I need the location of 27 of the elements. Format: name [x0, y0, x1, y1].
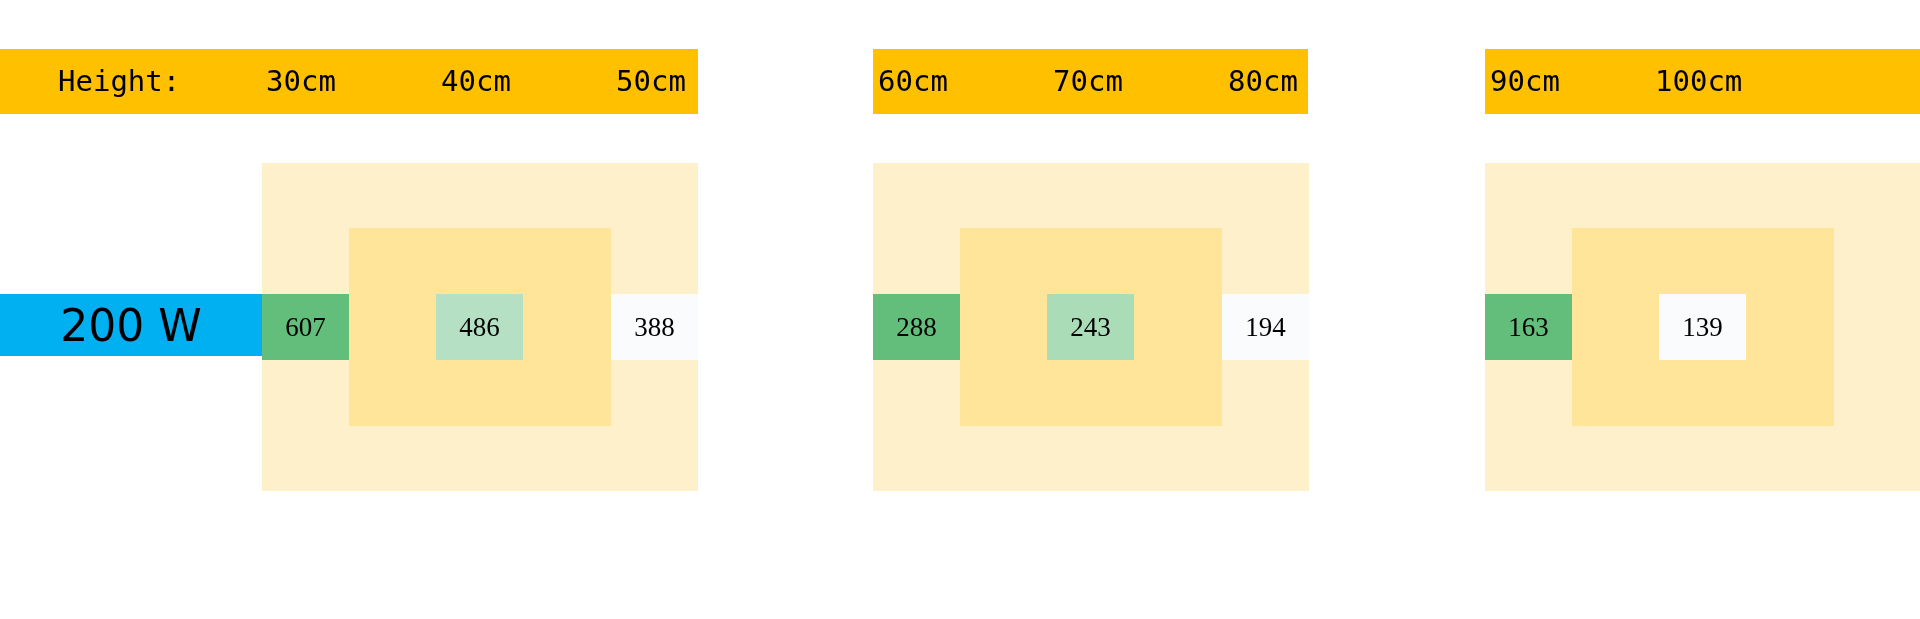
header-band [873, 49, 1308, 114]
value-tile: 139 [1659, 294, 1746, 360]
value-tile: 288 [873, 294, 960, 360]
value-tile: 607 [262, 294, 349, 360]
value-tile: 194 [1222, 294, 1309, 360]
outer-zone-area [873, 163, 1309, 491]
outer-zone-area [1485, 163, 1920, 491]
row-heading: Height: [58, 63, 181, 100]
outer-zone-area [262, 163, 698, 491]
value-tile: 163 [1485, 294, 1572, 360]
height-heading: 50cm [616, 63, 686, 100]
height-heading: 70cm [1053, 63, 1123, 100]
header-band [0, 49, 698, 114]
height-heading: 90cm [1490, 63, 1560, 100]
height-heading: 30cm [266, 63, 336, 100]
header-band [1485, 49, 1920, 114]
height-heading: 80cm [1228, 63, 1298, 100]
height-heading: 40cm [441, 63, 511, 100]
value-tile: 388 [611, 294, 698, 360]
value-tile: 486 [436, 294, 523, 360]
inner-zone-area [960, 228, 1222, 426]
value-tile: 243 [1047, 294, 1134, 360]
inner-zone-area [349, 228, 611, 426]
wattage-label: 200 W [0, 294, 262, 356]
height-heading: 60cm [878, 63, 948, 100]
inner-zone-area [1572, 228, 1834, 426]
height-heading: 100cm [1655, 63, 1743, 100]
